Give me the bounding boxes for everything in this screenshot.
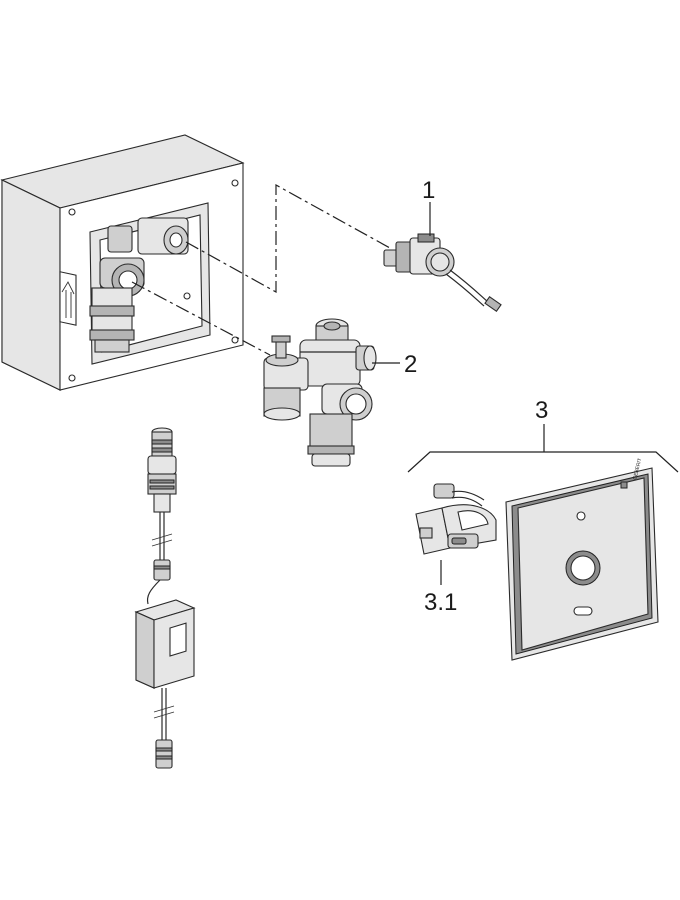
up-arrow-icon: [59, 271, 77, 326]
screw-icon: [231, 179, 239, 187]
indicator-window: [573, 606, 593, 616]
cover-plate: GEBERIT: [505, 458, 659, 661]
concealed-box: [0, 134, 245, 391]
leader-lines: [372, 202, 431, 364]
screw-icon: [68, 208, 76, 216]
screw-icon: [231, 336, 239, 344]
assembly-lines: [131, 183, 391, 356]
screw-icon: [68, 374, 76, 382]
part-3-bracket: [407, 424, 679, 473]
valve-assembly: [263, 318, 377, 467]
solenoid-valve: [383, 233, 502, 313]
screw-icon: [576, 511, 586, 521]
callout-3: 3: [535, 397, 548, 424]
electronics-module: [415, 483, 497, 585]
callout-2: 2: [404, 351, 417, 378]
box-internal-valve: [89, 217, 189, 353]
callout-3-1: 3.1: [424, 589, 457, 616]
screw-icon: [183, 292, 191, 300]
cover-logo: GEBERIT: [632, 458, 643, 481]
callout-1: 1: [422, 177, 435, 204]
power-supply: [134, 427, 196, 769]
